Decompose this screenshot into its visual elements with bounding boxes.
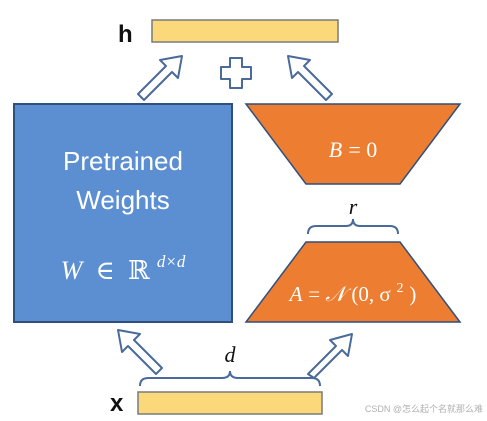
- matrix-b-trapezoid: [244, 103, 462, 185]
- formula-in: ∈: [96, 256, 115, 285]
- arrow-up-right-bottom-icon: [307, 333, 353, 379]
- matrix-a-close: ): [409, 282, 416, 306]
- arrow-left-up-icon: [137, 55, 183, 101]
- formula-exp: d×d: [157, 252, 186, 271]
- formula-var: W: [61, 256, 85, 285]
- matrix-b-var: B: [329, 137, 342, 162]
- rank-label: r: [349, 194, 358, 219]
- dim-brace: [139, 370, 321, 387]
- dim-label: d: [225, 342, 237, 367]
- matrix-b-eq: = 0: [348, 137, 377, 162]
- pretrained-weights-box: [13, 103, 233, 323]
- output-label: h: [118, 21, 133, 48]
- watermark: CSDN @怎么起个名就那么难: [365, 403, 483, 414]
- matrix-a-args: (0, σ: [351, 282, 390, 306]
- pretrained-formula: W ∈ ℝ d×d: [61, 252, 186, 285]
- pretrained-line1: Pretrained: [63, 146, 183, 176]
- formula-set: ℝ: [128, 256, 150, 285]
- input-bar: [137, 391, 323, 415]
- output-bar: [151, 19, 339, 43]
- matrix-a-label: A = 𝒩 (0, σ 2 ): [288, 274, 417, 306]
- pretrained-line2: Weights: [76, 185, 169, 215]
- matrix-b-label: B = 0: [329, 137, 378, 162]
- plus-icon: [220, 57, 252, 89]
- arrow-up-left-bottom-icon: [117, 329, 163, 375]
- matrix-a-eq: =: [308, 282, 325, 306]
- rank-brace: [307, 218, 399, 235]
- matrix-a-dist: 𝒩: [325, 282, 351, 306]
- matrix-a-sup: 2: [397, 281, 404, 296]
- input-label: x: [110, 390, 124, 417]
- arrow-right-up-icon: [287, 55, 333, 101]
- matrix-a-var: A: [288, 282, 303, 306]
- matrix-a-trapezoid: [244, 241, 462, 323]
